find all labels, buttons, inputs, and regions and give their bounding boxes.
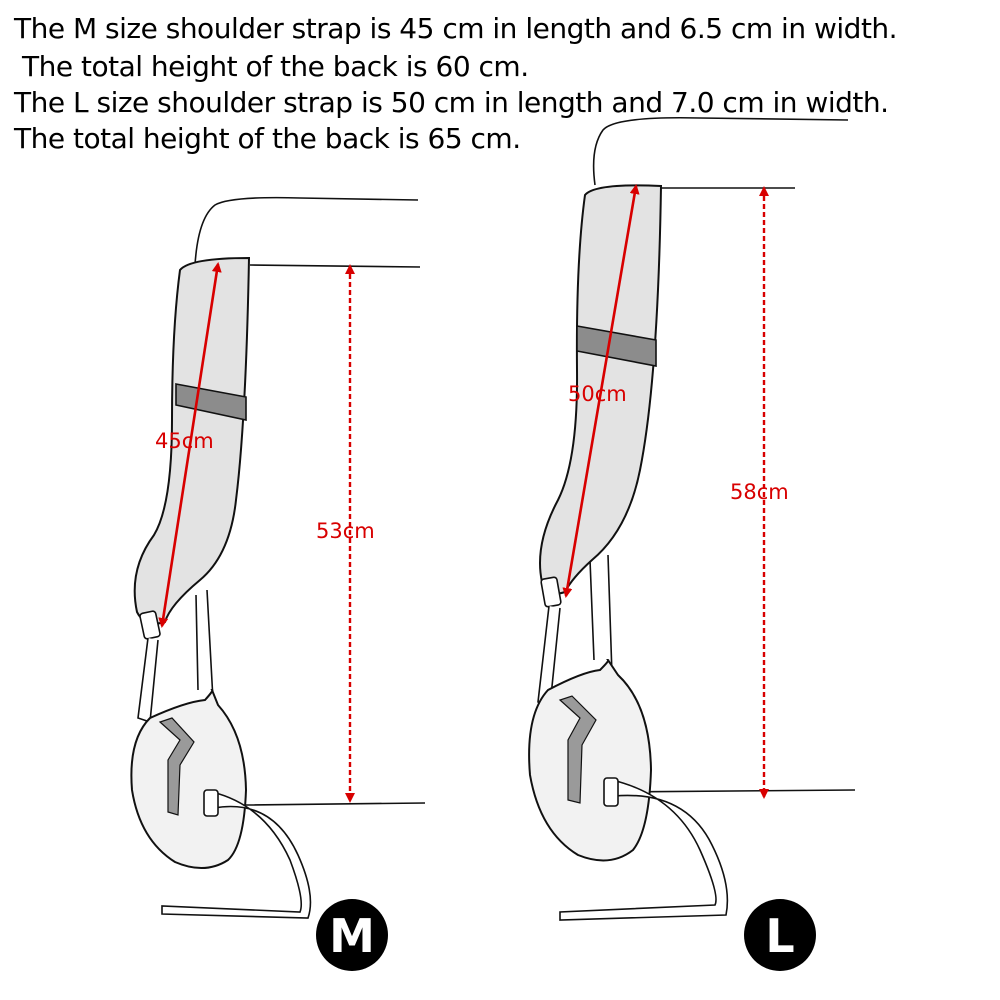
l-strap-description: The L size shoulder strap is 50 cm in le… — [14, 86, 889, 119]
m-back-outline — [194, 196, 426, 806]
m-waist-pad-stripe — [158, 717, 195, 816]
size-description: The M size shoulder strap is 45 cm in le… — [0, 0, 1000, 160]
l-strap-length-label: 50cm — [568, 382, 627, 406]
m-strap-length-arrow — [158, 262, 222, 628]
l-hip-belt-clip — [603, 777, 619, 807]
l-back-height-description: The total height of the back is 65 cm. — [14, 122, 521, 155]
l-back-height-label: 58cm — [730, 480, 789, 504]
l-hip-belt — [559, 779, 729, 921]
m-strap-length-label: 45cm — [155, 429, 214, 453]
m-back-height-description: The total height of the back is 60 cm. — [22, 50, 529, 83]
m-hip-belt-clip — [203, 789, 219, 817]
l-back-outline — [592, 116, 856, 793]
l-waist-pad-stripe — [558, 695, 597, 804]
m-buckle — [139, 610, 161, 640]
l-size-illustration: 50cm 58cm L — [528, 116, 856, 971]
m-size-badge — [316, 899, 388, 971]
l-waist-pad — [528, 658, 653, 862]
m-back-height-label: 53cm — [316, 519, 375, 543]
m-lower-strap — [195, 589, 214, 701]
l-lower-strap — [589, 554, 613, 676]
l-buckle — [540, 576, 562, 608]
m-dangling-webbing — [137, 637, 159, 724]
l-size-badge — [744, 899, 816, 971]
l-strap-length-arrow — [562, 184, 640, 598]
l-size-badge-letter: L — [765, 909, 794, 963]
m-hip-belt — [161, 791, 312, 919]
m-waist-pad — [130, 688, 248, 869]
m-size-illustration: 45cm 53cm M — [130, 196, 426, 971]
m-size-badge-letter: M — [329, 909, 375, 963]
m-strap-description: The M size shoulder strap is 45 cm in le… — [14, 12, 898, 45]
